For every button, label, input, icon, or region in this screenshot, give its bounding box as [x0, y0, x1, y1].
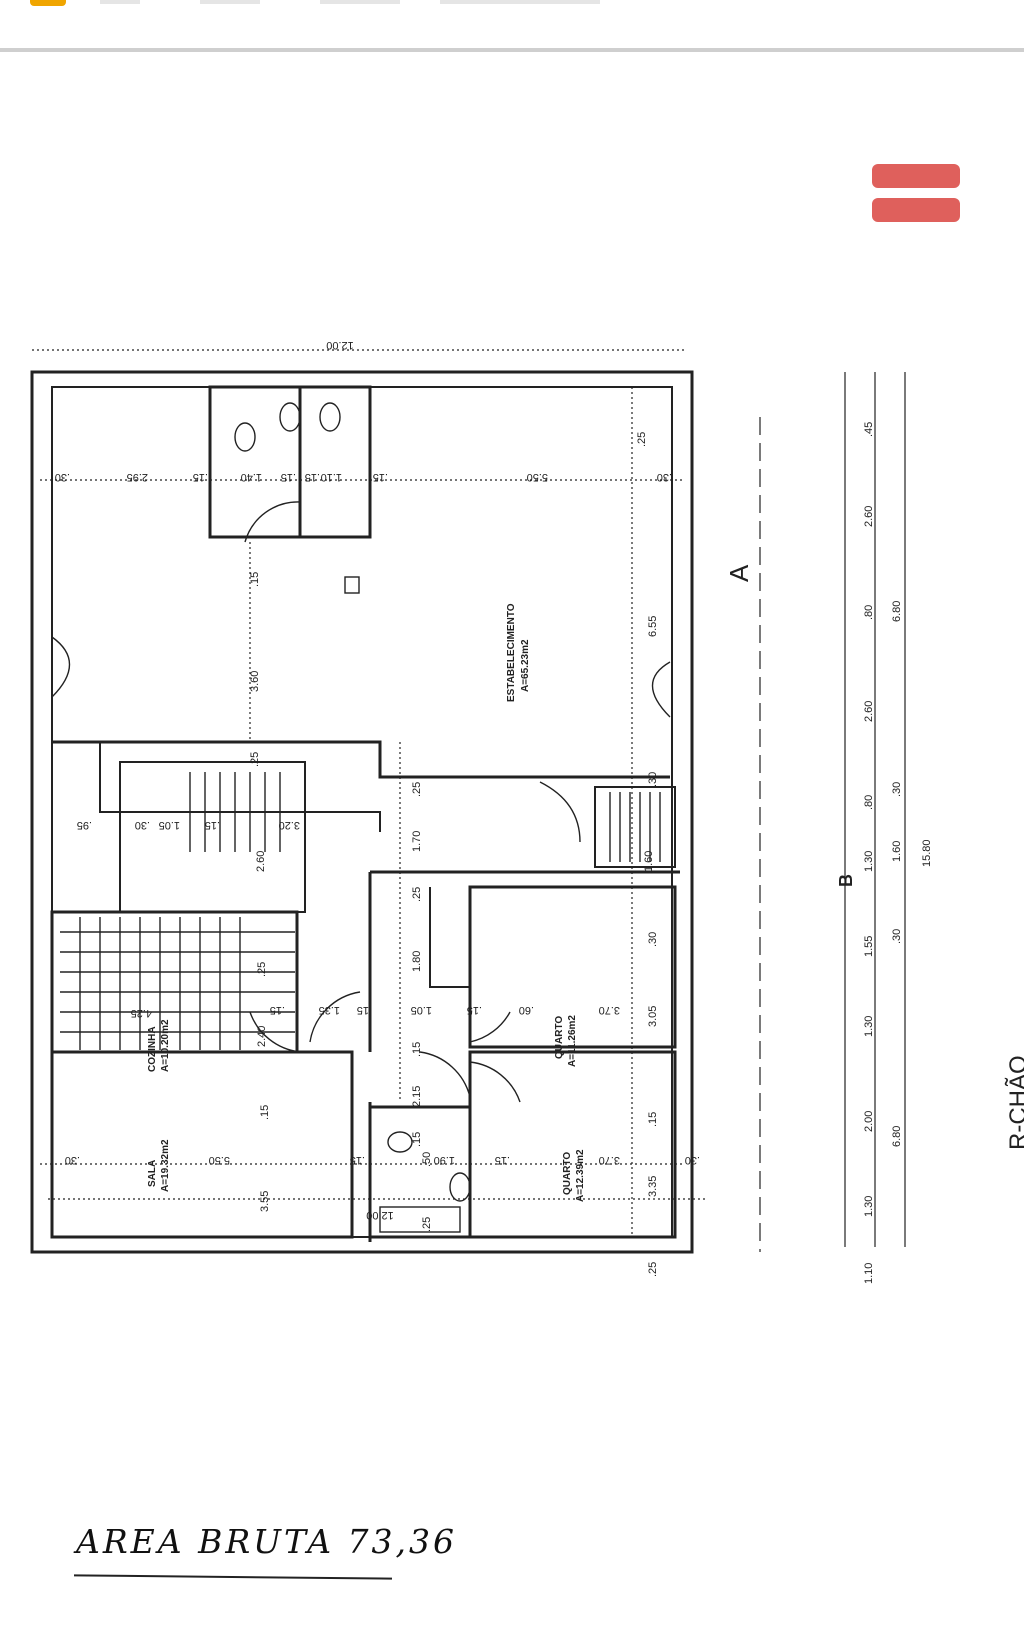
svg-text:.15: .15 — [357, 1004, 372, 1016]
svg-text:.25: .25 — [647, 1262, 659, 1277]
room-quarto-2: QUARTO — [562, 1152, 573, 1195]
svg-text:3.55: 3.55 — [259, 1191, 271, 1212]
svg-text:1.10: 1.10 — [863, 1263, 875, 1284]
svg-text:3.70: 3.70 — [599, 1004, 620, 1016]
svg-text:.15: .15 — [205, 819, 220, 831]
svg-text:.15: .15 — [259, 1105, 271, 1120]
svg-text:A=10.20m2: A=10.20m2 — [160, 1019, 171, 1072]
svg-text:3.35: 3.35 — [647, 1176, 659, 1197]
svg-text:3.20: 3.20 — [279, 819, 300, 831]
svg-text:1.55: 1.55 — [863, 936, 875, 957]
svg-text:.60: .60 — [519, 1004, 534, 1016]
svg-text:5.50: 5.50 — [527, 471, 548, 483]
section-mark-b: B — [836, 874, 856, 887]
svg-text:1.40: 1.40 — [241, 471, 262, 483]
svg-text:1.30: 1.30 — [863, 851, 875, 872]
svg-text:.15: .15 — [350, 1154, 365, 1166]
svg-text:.25: .25 — [411, 887, 423, 902]
room-estabelecimento: ESTABELECIMENTO — [506, 603, 517, 702]
svg-text:.15: .15 — [495, 1154, 510, 1166]
svg-text:.15: .15 — [249, 572, 261, 587]
svg-text:2.60: 2.60 — [255, 851, 267, 872]
svg-text:.15: .15 — [411, 1042, 423, 1057]
faded-tab — [440, 0, 600, 4]
faded-tab — [100, 0, 140, 4]
faded-tab — [320, 0, 400, 4]
svg-text:A=11.26m2: A=11.26m2 — [567, 1015, 578, 1067]
svg-text:.45: .45 — [863, 422, 875, 437]
svg-text:.30: .30 — [657, 471, 672, 483]
svg-text:.25: .25 — [411, 782, 423, 797]
faded-tab — [200, 0, 260, 4]
svg-text:1.90: 1.90 — [434, 1154, 455, 1166]
svg-text:2.15: 2.15 — [411, 1086, 423, 1107]
svg-text:1.60: 1.60 — [891, 841, 903, 862]
floor-label: R-CHÃO — [1005, 1055, 1024, 1150]
gross-area-note: AREA BRUTA 73,36 — [76, 1522, 457, 1561]
svg-text:1.05: 1.05 — [411, 1004, 432, 1016]
svg-text:15.80: 15.80 — [921, 839, 933, 867]
svg-text:.15: .15 — [647, 1112, 659, 1127]
outer-wall — [30, 370, 694, 1254]
svg-text:.30: .30 — [65, 1154, 80, 1166]
floor-plan: 12.00 12.00 .30 2.95 .15 1.40 .15 1.10 .… — [30, 339, 933, 1284]
svg-text:4.25: 4.25 — [131, 1007, 152, 1019]
room-quarto-1: QUARTO — [554, 1016, 565, 1059]
svg-text:.30: .30 — [891, 782, 903, 797]
svg-text:.25: .25 — [421, 1217, 433, 1232]
svg-text:1.05: 1.05 — [159, 819, 180, 831]
section-mark-a: A — [724, 564, 754, 582]
svg-text:A=65.23m2: A=65.23m2 — [520, 639, 531, 692]
svg-text:.50: .50 — [421, 1152, 433, 1167]
svg-text:1.30: 1.30 — [863, 1016, 875, 1037]
svg-text:.15: .15 — [305, 471, 320, 483]
svg-text:.30: .30 — [647, 772, 659, 787]
svg-text:1.80: 1.80 — [411, 951, 423, 972]
svg-text:.25: .25 — [256, 962, 268, 977]
svg-text:.30: .30 — [647, 932, 659, 947]
room-cozinha: COZINHA — [147, 1026, 158, 1072]
svg-text:.15: .15 — [281, 471, 296, 483]
svg-text:2.00: 2.00 — [863, 1111, 875, 1132]
svg-text:.30: .30 — [685, 1154, 700, 1166]
svg-text:.15: .15 — [373, 471, 388, 483]
svg-text:.80: .80 — [863, 605, 875, 620]
top-bar — [0, 0, 1024, 52]
svg-text:.15: .15 — [411, 1132, 423, 1147]
svg-text:.15: .15 — [467, 1004, 482, 1016]
svg-text:2.40: 2.40 — [256, 1026, 268, 1047]
svg-text:.30: .30 — [891, 929, 903, 944]
svg-text:3.05: 3.05 — [647, 1006, 659, 1027]
svg-text:5.50: 5.50 — [209, 1154, 230, 1166]
svg-text:2.60: 2.60 — [863, 506, 875, 527]
svg-text:.25: .25 — [249, 752, 261, 767]
svg-text:.95: .95 — [77, 819, 92, 831]
svg-text:2.60: 2.60 — [863, 701, 875, 722]
svg-text:1.10: 1.10 — [321, 471, 342, 483]
svg-text:A=19.32m2: A=19.32m2 — [160, 1139, 171, 1192]
svg-text:A=12.39m2: A=12.39m2 — [575, 1149, 586, 1202]
overall-width-bottom: 12.00 — [366, 1209, 394, 1221]
svg-text:3.60: 3.60 — [249, 671, 261, 692]
svg-text:3.70: 3.70 — [599, 1154, 620, 1166]
room-sala: SALA — [147, 1160, 158, 1187]
svg-text:2.95: 2.95 — [127, 471, 148, 483]
svg-text:1.30: 1.30 — [863, 1196, 875, 1217]
svg-text:.25: .25 — [636, 432, 648, 447]
svg-text:6.80: 6.80 — [891, 1126, 903, 1147]
svg-text:.30: .30 — [55, 471, 70, 483]
svg-text:.80: .80 — [863, 795, 875, 810]
svg-text:1.35: 1.35 — [319, 1004, 340, 1016]
note-underline — [73, 1574, 393, 1580]
svg-text:.15: .15 — [270, 1004, 285, 1016]
svg-text:.15: .15 — [193, 471, 208, 483]
app-tab-indicator[interactable] — [30, 0, 66, 6]
svg-text:6.55: 6.55 — [647, 616, 659, 637]
svg-text:1.60: 1.60 — [643, 851, 655, 872]
watermark-logo — [872, 164, 960, 226]
svg-text:6.80: 6.80 — [891, 601, 903, 622]
svg-text:.30: .30 — [135, 819, 150, 831]
svg-text:1.70: 1.70 — [411, 831, 423, 852]
overall-width-top: 12.00 — [326, 339, 354, 351]
